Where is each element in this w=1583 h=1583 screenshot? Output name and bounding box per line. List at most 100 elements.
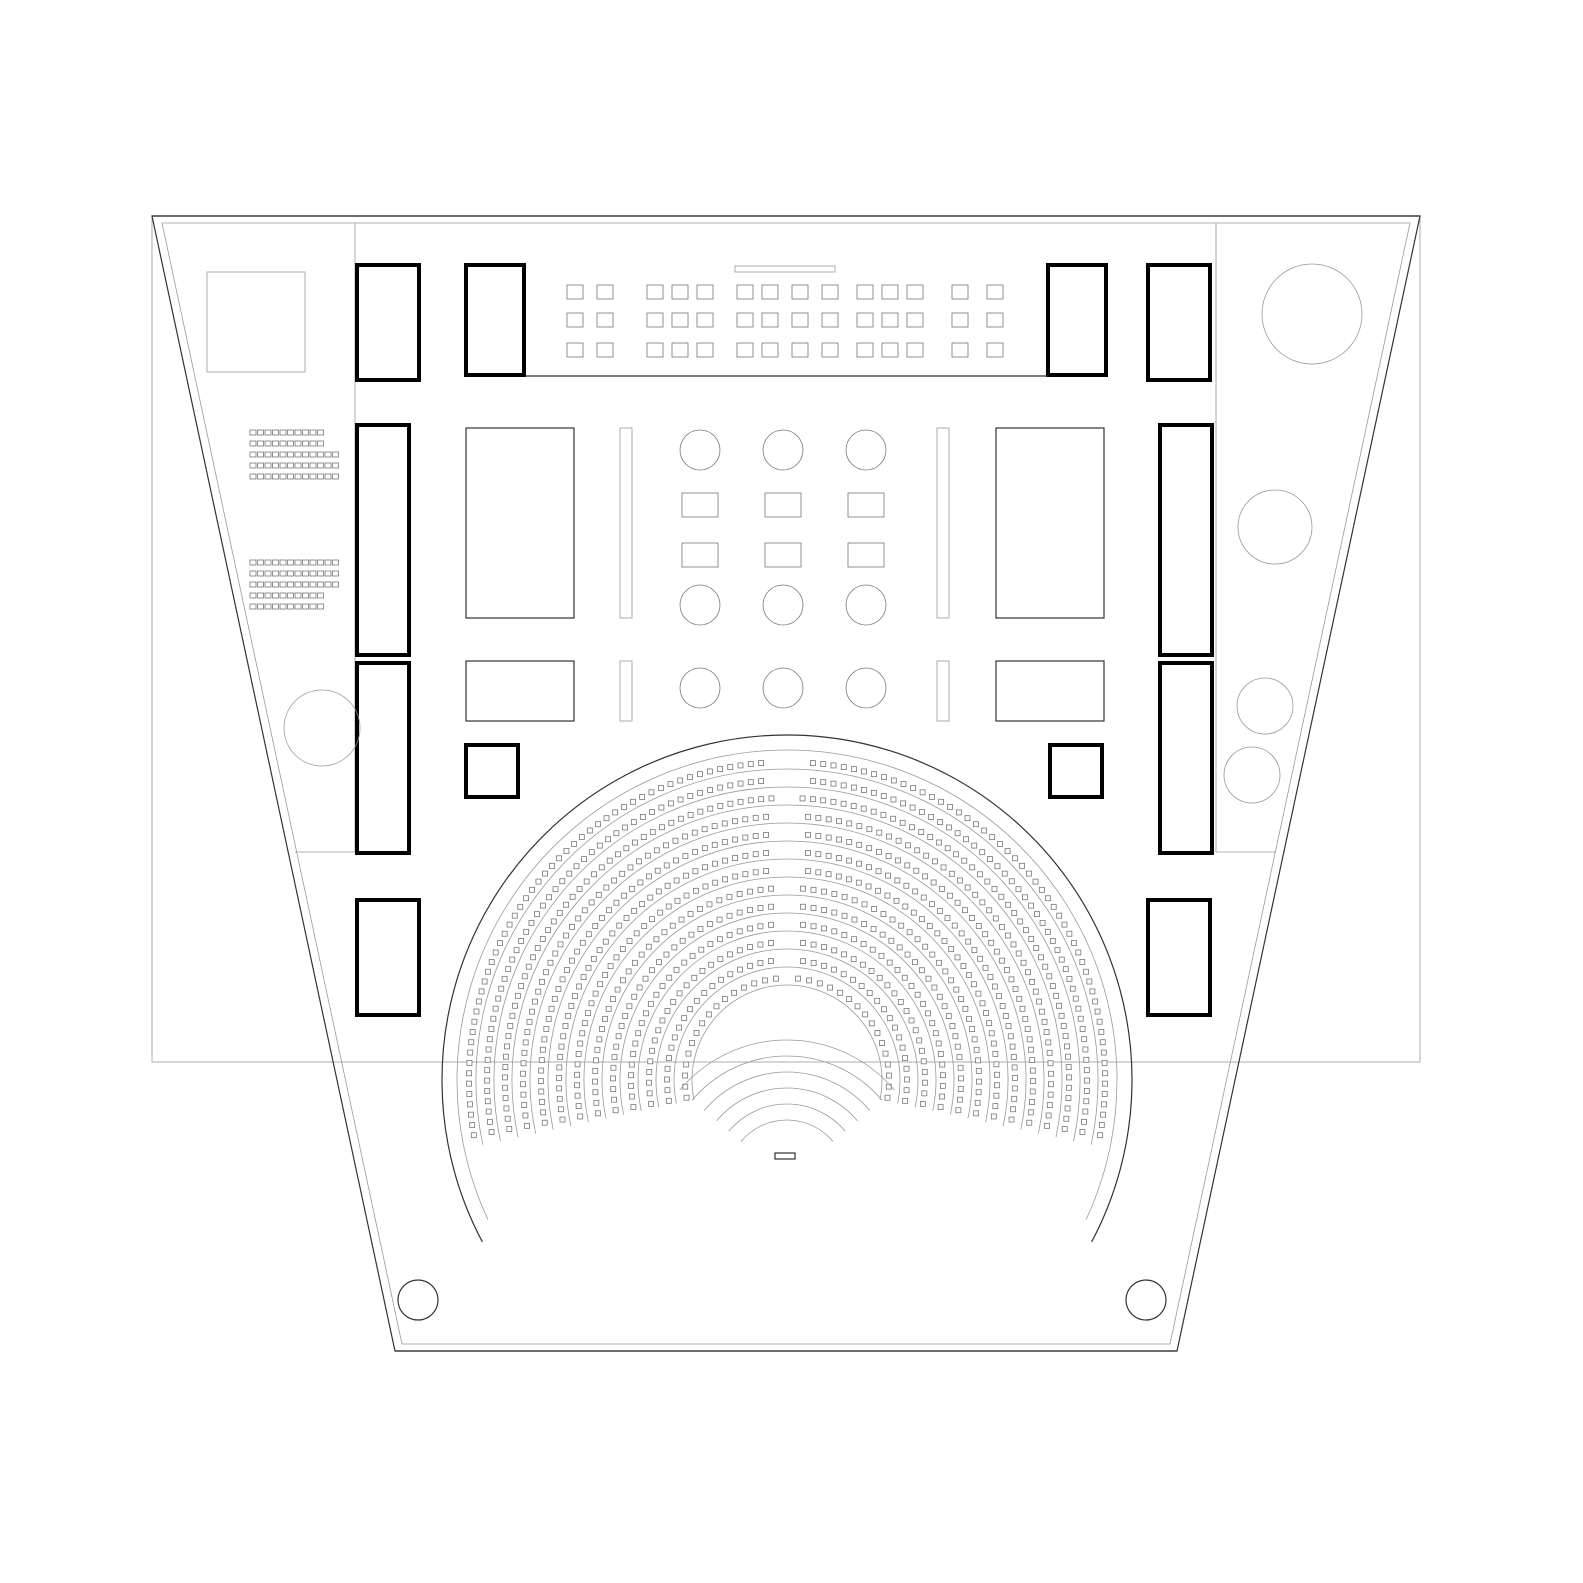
seat [912, 959, 918, 966]
seat [279, 570, 287, 577]
seat [658, 804, 665, 811]
seat [940, 864, 947, 871]
seat [646, 1090, 653, 1097]
seat [659, 824, 665, 831]
seat [1061, 1126, 1068, 1132]
seat [523, 928, 530, 935]
seat [541, 1119, 548, 1126]
seat [1034, 911, 1040, 918]
seat [992, 1103, 999, 1110]
seat [525, 963, 532, 970]
seat [840, 971, 847, 978]
seat [623, 845, 630, 852]
seat [740, 984, 747, 991]
seat [726, 912, 733, 919]
seat [868, 1020, 875, 1027]
core-wall [355, 898, 421, 1017]
seat [707, 768, 713, 775]
seat [821, 907, 827, 913]
seat [958, 1075, 964, 1082]
seat [706, 921, 713, 927]
seat [1053, 992, 1060, 999]
seat [609, 930, 616, 937]
seat [659, 1017, 666, 1024]
seat [524, 1029, 531, 1035]
seat [249, 570, 257, 577]
seat [876, 848, 882, 855]
seat [530, 954, 536, 961]
seat [564, 967, 570, 973]
seat [1036, 998, 1042, 1005]
seat [556, 1085, 563, 1092]
seat [768, 885, 774, 892]
seat [1083, 1087, 1090, 1094]
seat [707, 787, 714, 793]
seat [1079, 1026, 1086, 1032]
seat [1010, 941, 1017, 948]
seat [1008, 878, 1015, 885]
seat-row [511, 804, 1063, 1138]
seat [1081, 1036, 1088, 1043]
seat [540, 902, 546, 909]
seat [563, 848, 570, 854]
seat [661, 929, 668, 936]
seat [973, 1046, 980, 1053]
seat [317, 429, 324, 436]
seat [556, 1075, 562, 1081]
seat [921, 1090, 928, 1097]
seat [763, 868, 769, 874]
seat [851, 916, 858, 923]
seat [467, 1101, 473, 1108]
seat [264, 570, 272, 577]
seat [1030, 1078, 1036, 1084]
seat-row [493, 786, 1081, 1142]
seat [503, 1053, 509, 1060]
seat [896, 944, 903, 951]
seat [799, 795, 806, 802]
seat [630, 1104, 637, 1110]
seat [965, 972, 972, 978]
seat [1029, 1067, 1036, 1074]
seat [324, 451, 332, 458]
seat-row [583, 876, 991, 1123]
seat [302, 603, 309, 610]
seat [922, 1079, 928, 1086]
round-table [762, 429, 804, 471]
seat [752, 869, 759, 876]
seat [1100, 1049, 1107, 1056]
seat [861, 901, 868, 908]
seat [486, 1036, 493, 1043]
seat [557, 941, 564, 948]
seat [856, 860, 862, 867]
seat [855, 879, 862, 886]
seat [851, 897, 858, 904]
seat [919, 967, 925, 974]
seat [579, 939, 586, 946]
seat-row [673, 966, 901, 1104]
seat [831, 947, 838, 954]
seat [971, 1036, 978, 1043]
seat [810, 905, 817, 911]
seat [615, 851, 621, 858]
cafe-table [986, 312, 1004, 328]
seat [960, 963, 967, 969]
table [764, 492, 802, 518]
front-row [716, 1087, 858, 1122]
cafe-table [821, 342, 839, 358]
seat [945, 1013, 952, 1019]
seat [894, 966, 901, 973]
seat [904, 862, 911, 869]
seat [556, 1064, 563, 1071]
cafe-table [821, 312, 839, 328]
seat [736, 947, 743, 954]
seat [628, 1072, 634, 1079]
round-table [845, 429, 887, 471]
seat [249, 603, 257, 610]
seat [742, 816, 749, 823]
seat [986, 907, 993, 914]
seat [916, 1037, 923, 1044]
seat [1001, 870, 1008, 877]
seat [665, 1097, 672, 1104]
seat [606, 857, 613, 864]
seat [287, 462, 294, 469]
